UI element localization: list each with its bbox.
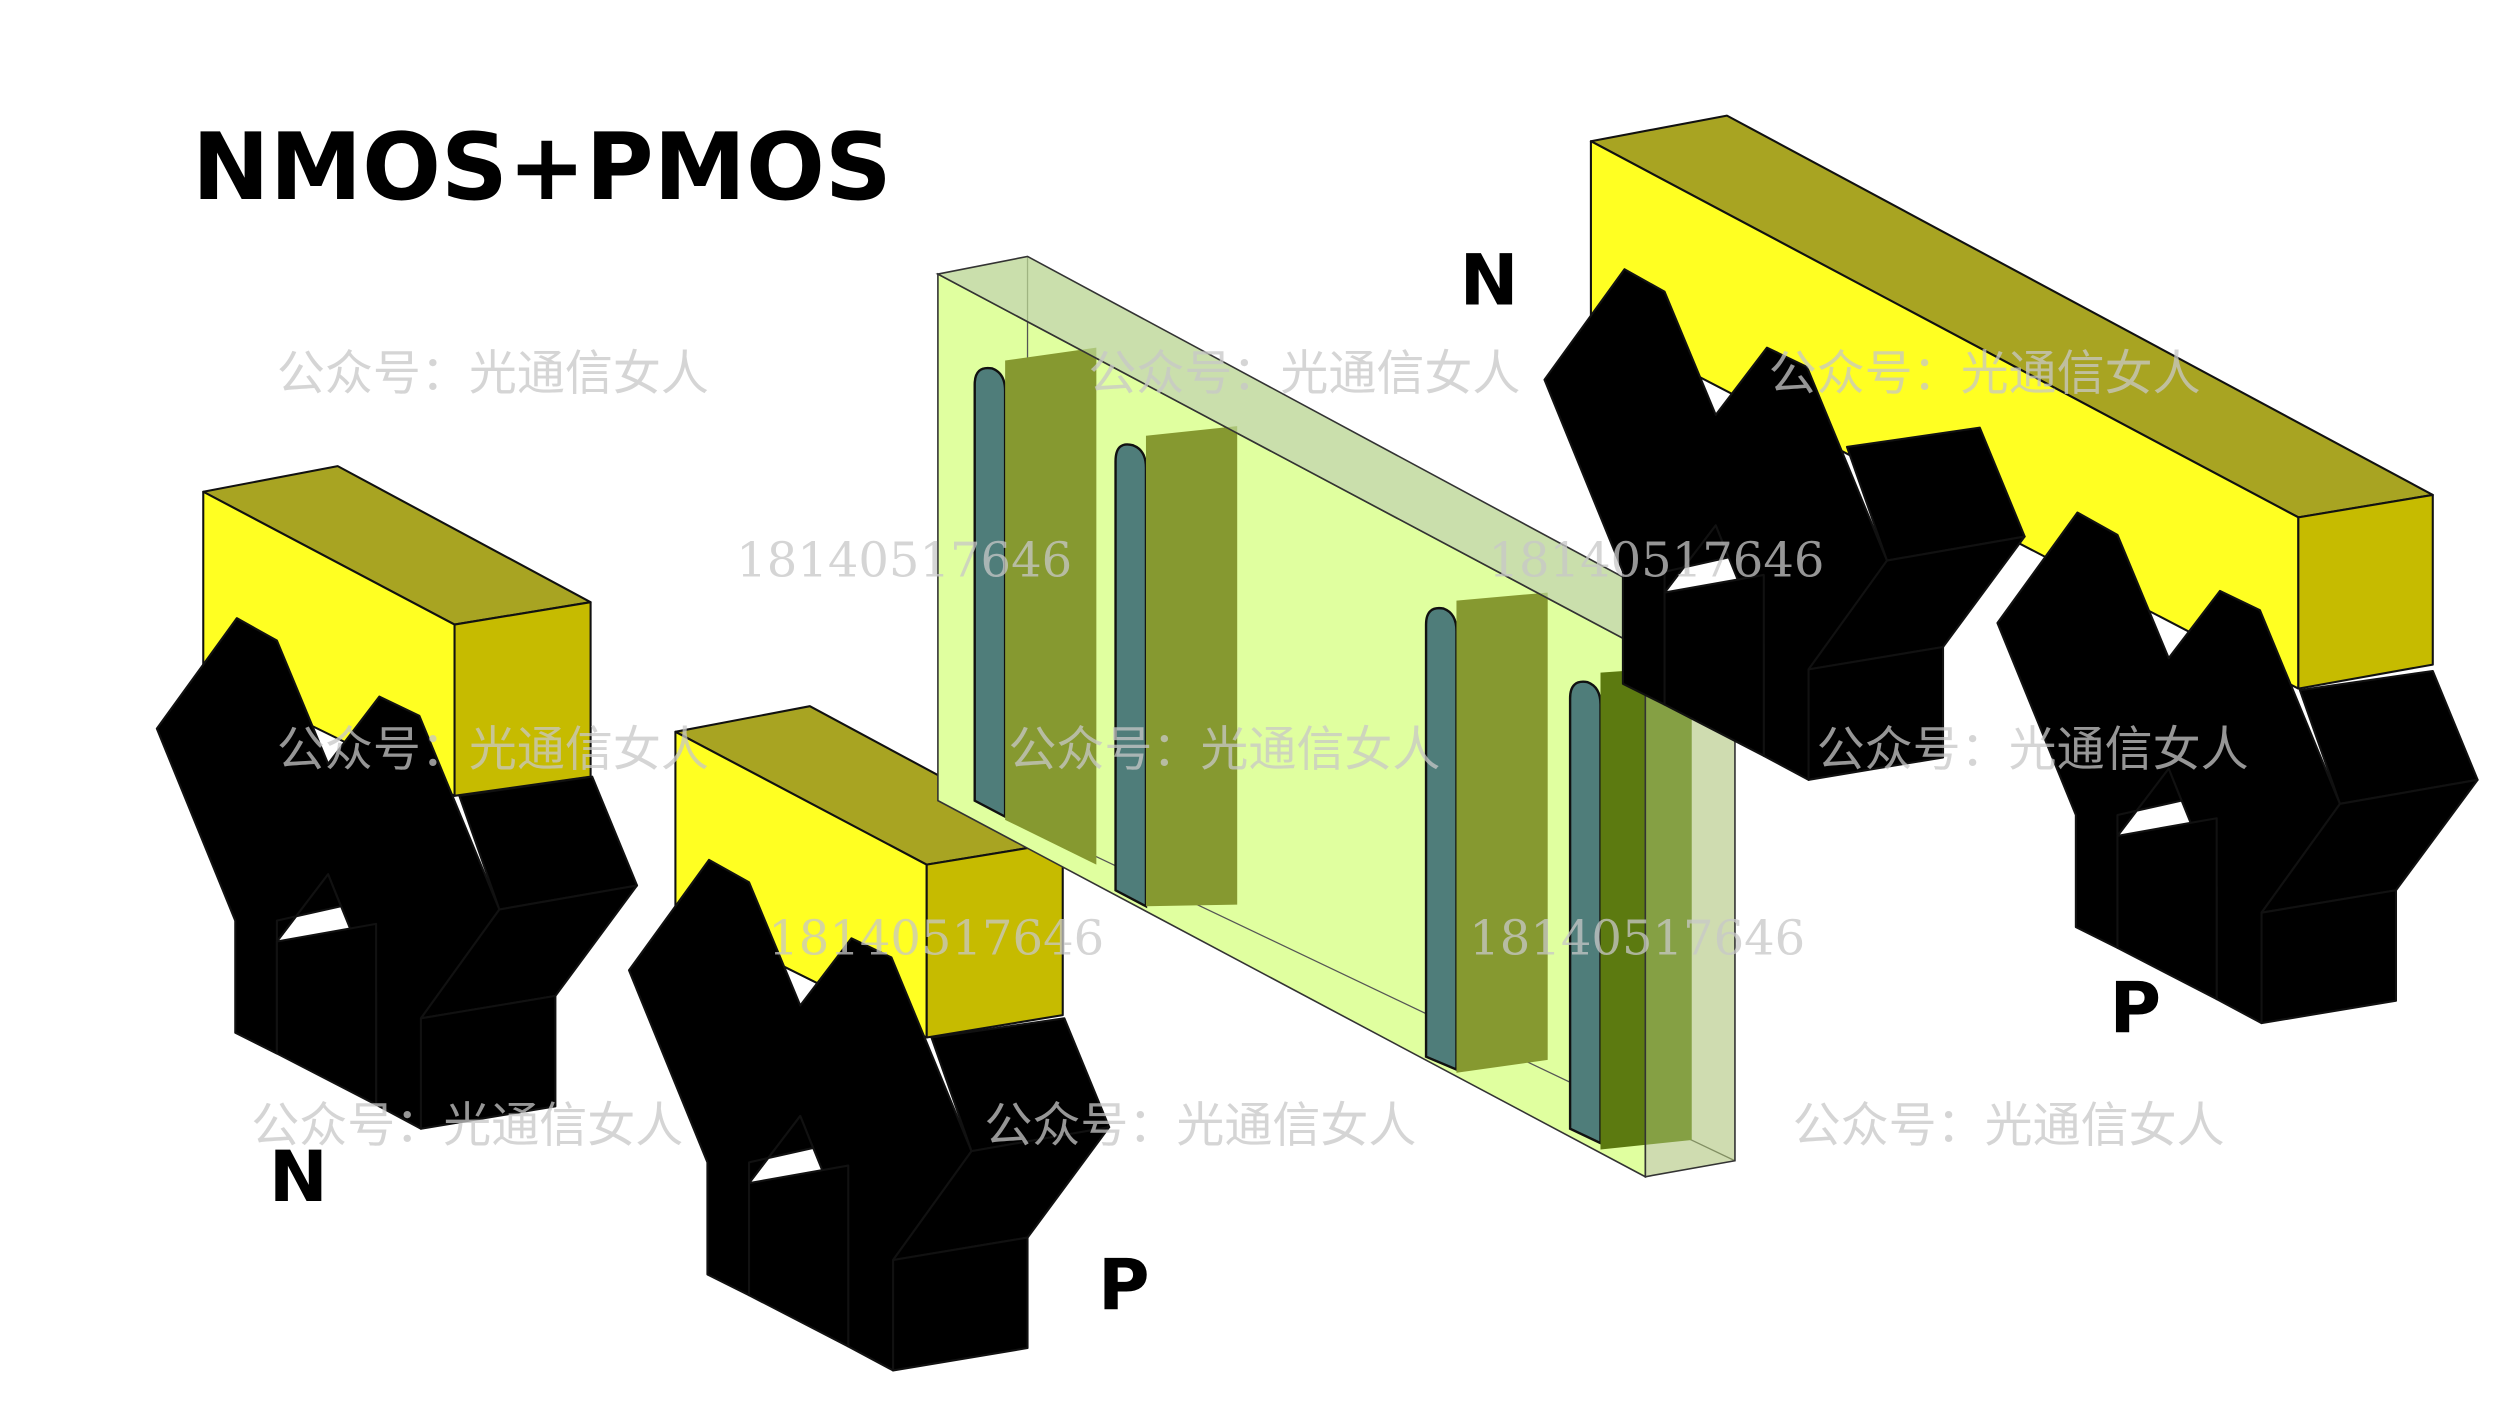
watermark-account: 公众号：光通信女人 [1769,345,2201,401]
left-n-gate-bar [202,465,592,797]
watermark-phone: 18140517646 [1469,910,1805,966]
watermark-account: 公众号：光通信女人 [1008,721,1440,777]
fin-3 [1424,592,1548,1073]
watermark-account: 公众号：光通信女人 [1817,721,2249,777]
fin-2 [1114,426,1238,909]
watermark-phone: 18140517646 [1488,533,1824,589]
watermark-account: 公众号：光通信女人 [277,345,709,401]
diagram-title: NMOS+PMOS [192,113,892,221]
label-n-right: N [1460,239,1519,321]
watermark-phone: 18140517646 [736,533,1072,589]
watermark-account: 公众号：光通信女人 [251,1098,683,1154]
label-p-left: P [1098,1245,1150,1327]
watermark-account: 公众号：光通信女人 [1793,1098,2225,1154]
watermark-account: 公众号：光通信女人 [984,1098,1416,1154]
center-channel-box [935,255,1738,1179]
watermark-phone: 18140517646 [768,910,1104,966]
fin-1 [973,347,1097,865]
watermarks: 公众号：光通信女人 公众号：光通信女人 公众号：光通信女人 公众号：光通信女人 … [251,345,2248,1153]
label-n-left: N [269,1136,328,1218]
watermark-account: 公众号：光通信女人 [1088,345,1520,401]
label-p-right: P [2109,968,2161,1050]
watermark-account: 公众号：光通信女人 [277,721,709,777]
